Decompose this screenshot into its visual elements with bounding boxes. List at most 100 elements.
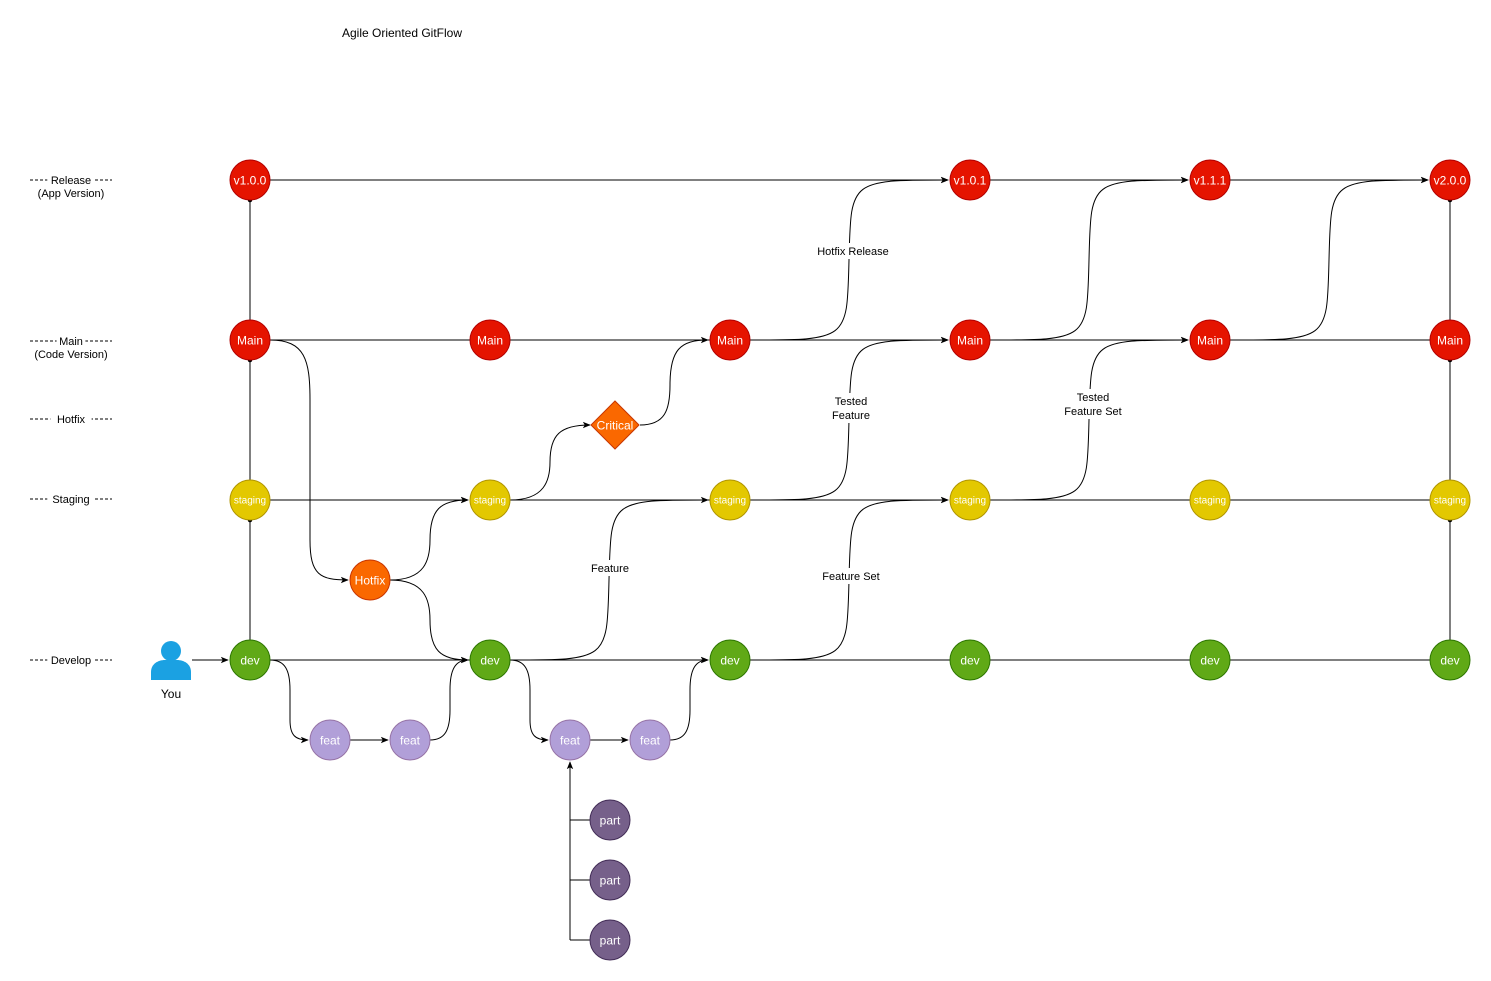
node-label: dev: [1440, 653, 1459, 667]
edge-labels: Hotfix ReleaseTestedFeatureTestedFeature…: [585, 243, 1131, 584]
release-node-r1[interactable]: v1.0.0: [229, 159, 271, 201]
feature-node-f4[interactable]: feat: [629, 719, 671, 761]
release-circle: [949, 159, 991, 201]
staging-node-s6[interactable]: staging: [1429, 479, 1471, 521]
feature-node-f1[interactable]: feat: [309, 719, 351, 761]
feature-node-f2[interactable]: feat: [389, 719, 431, 761]
edge-m5-r4: [1229, 176, 1429, 341]
node-label: staging: [714, 496, 746, 507]
staging-node-s2[interactable]: staging: [469, 479, 511, 521]
node-label: staging: [1194, 496, 1226, 507]
node-label: part: [600, 873, 621, 887]
main-circle: [709, 319, 751, 361]
staging-node-s3[interactable]: staging: [709, 479, 751, 521]
staging-node-s1[interactable]: staging: [229, 479, 271, 521]
edge-m4-r3: [989, 176, 1189, 341]
critical-node-c1[interactable]: Critical: [590, 400, 640, 450]
lane-label-release: Release(App Version): [30, 174, 112, 200]
lane-label-main: Main(Code Version): [30, 335, 112, 361]
main-circle: [229, 319, 271, 361]
staging-circle: [1429, 479, 1471, 521]
node-label: dev: [480, 653, 499, 667]
part-node-p2[interactable]: part: [589, 859, 631, 901]
hotfix-node-h1[interactable]: Hotfix: [349, 559, 391, 601]
part-node-p1[interactable]: part: [589, 799, 631, 841]
actor: You: [151, 641, 191, 701]
develop-node-d6[interactable]: dev: [1429, 639, 1471, 681]
staging-circle: [709, 479, 751, 521]
node-label: feat: [400, 733, 421, 747]
node-label: feat: [320, 733, 341, 747]
feature-circle: [309, 719, 351, 761]
node-label: Main: [477, 333, 503, 347]
staging-circle: [229, 479, 271, 521]
develop-circle: [709, 639, 751, 681]
node-label: Critical: [597, 418, 634, 432]
node-label: Main: [1197, 333, 1223, 347]
lane-label-develop: Develop: [30, 654, 112, 667]
main-node-m6[interactable]: Main: [1429, 319, 1471, 361]
edge-f4-d3: [669, 656, 709, 741]
develop-node-d5[interactable]: dev: [1189, 639, 1231, 681]
edge-h1-s2: [389, 496, 469, 581]
edge-label-text: Feature: [832, 410, 870, 422]
develop-node-d2[interactable]: dev: [469, 639, 511, 681]
edge-label-text: Feature Set: [822, 571, 879, 583]
edges: [192, 176, 1453, 941]
actor-label: You: [161, 687, 181, 701]
develop-circle: [229, 639, 271, 681]
staging-circle: [949, 479, 991, 521]
feature-circle: [389, 719, 431, 761]
develop-node-d3[interactable]: dev: [709, 639, 751, 681]
node-label: staging: [234, 496, 266, 507]
lane-label-hotfix: Hotfix: [30, 413, 112, 426]
user-icon: [151, 641, 191, 680]
edge-label-text: Feature Set: [1064, 406, 1121, 418]
edge-s4-m5: [989, 336, 1189, 501]
main-node-m3[interactable]: Main: [709, 319, 751, 361]
actor-you[interactable]: You: [151, 641, 191, 701]
lane-label-text: (App Version): [38, 188, 105, 200]
main-node-m5[interactable]: Main: [1189, 319, 1231, 361]
main-node-m1[interactable]: Main: [229, 319, 271, 361]
develop-circle: [1429, 639, 1471, 681]
feature-circle: [629, 719, 671, 761]
node-label: Main: [1437, 333, 1463, 347]
edge-label-text: Feature: [591, 563, 629, 575]
part-node-p3[interactable]: part: [589, 919, 631, 961]
node-label: Hotfix: [355, 573, 386, 587]
develop-circle: [469, 639, 511, 681]
node-label: dev: [720, 653, 739, 667]
develop-node-d4[interactable]: dev: [949, 639, 991, 681]
main-circle: [1189, 319, 1231, 361]
staging-circle: [469, 479, 511, 521]
release-node-r3[interactable]: v1.1.1: [1189, 159, 1231, 201]
node-label: staging: [474, 496, 506, 507]
main-circle: [949, 319, 991, 361]
edge-c1-m3: [639, 336, 709, 426]
staging-node-s5[interactable]: staging: [1189, 479, 1231, 521]
edge-label-text: Hotfix Release: [817, 246, 889, 258]
develop-node-d1[interactable]: dev: [229, 639, 271, 681]
edge-s2-c1: [509, 421, 591, 501]
feature-node-f3[interactable]: feat: [549, 719, 591, 761]
release-node-r4[interactable]: v2.0.0: [1429, 159, 1471, 201]
node-label: Main: [237, 333, 263, 347]
edge-d2-s3: [509, 496, 709, 661]
node-label: part: [600, 813, 621, 827]
edge-m3-r2: [749, 176, 949, 341]
staging-node-s4[interactable]: staging: [949, 479, 991, 521]
edge-h1-d2: [389, 579, 469, 664]
edge-d1-f1: [269, 659, 309, 744]
main-node-m2[interactable]: Main: [469, 319, 511, 361]
lane-label-text: Staging: [52, 494, 89, 506]
node-label: staging: [1434, 496, 1466, 507]
release-node-r2[interactable]: v1.0.1: [949, 159, 991, 201]
edge-label-feature: Feature: [585, 560, 635, 576]
main-node-m4[interactable]: Main: [949, 319, 991, 361]
release-circle: [1189, 159, 1231, 201]
edge-d2-f3: [509, 659, 549, 744]
